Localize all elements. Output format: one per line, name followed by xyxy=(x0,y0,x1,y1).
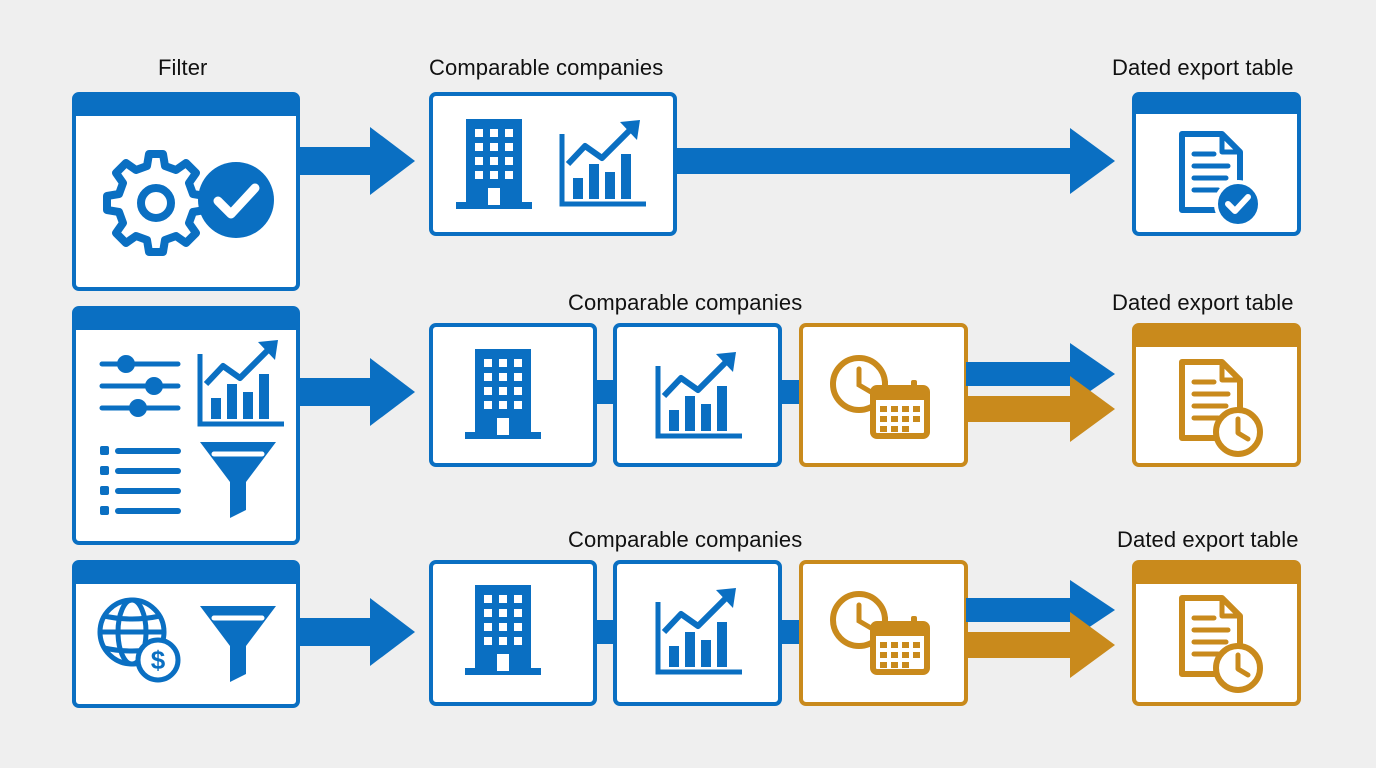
connector-row2-b xyxy=(780,380,800,404)
arrow-row2-a xyxy=(298,358,415,426)
arrow-row2-orange xyxy=(966,376,1115,442)
arrow-row1-b xyxy=(675,128,1115,194)
date-box-2 xyxy=(799,323,968,467)
connector-row2-a xyxy=(595,380,615,404)
building-icon xyxy=(465,585,541,675)
companies-box-1 xyxy=(429,92,677,236)
building-icon xyxy=(465,349,541,439)
growth-box-2 xyxy=(613,323,782,467)
filter-panel-3 xyxy=(72,560,300,708)
row2-companies-label: Comparable companies xyxy=(568,290,803,315)
building-icon xyxy=(456,119,532,209)
row1-companies-label: Comparable companies xyxy=(429,55,664,80)
arrow-row3-orange xyxy=(966,612,1115,678)
filter-panel-1 xyxy=(72,92,300,291)
growth-box-3 xyxy=(613,560,782,706)
date-box-3 xyxy=(799,560,968,706)
row2-export-label: Dated export table xyxy=(1112,290,1294,315)
connector-row3-b xyxy=(780,620,800,644)
export-table-3 xyxy=(1132,560,1301,706)
arrow-row1-a xyxy=(298,127,415,195)
export-table-1 xyxy=(1132,92,1301,236)
filter-panel-2 xyxy=(72,306,300,545)
companies-box-2 xyxy=(429,323,597,467)
checkmark-circle-icon xyxy=(198,162,274,238)
arrow-row3-a xyxy=(298,598,415,666)
filter-label: Filter xyxy=(158,55,208,80)
export-table-2 xyxy=(1132,323,1301,467)
row3-export-label: Dated export table xyxy=(1117,527,1299,552)
row3-companies-label: Comparable companies xyxy=(568,527,803,552)
connector-row3-a xyxy=(595,620,615,644)
companies-box-3 xyxy=(429,560,597,706)
row1-export-label: Dated export table xyxy=(1112,55,1294,80)
sliders-icon xyxy=(102,355,178,417)
